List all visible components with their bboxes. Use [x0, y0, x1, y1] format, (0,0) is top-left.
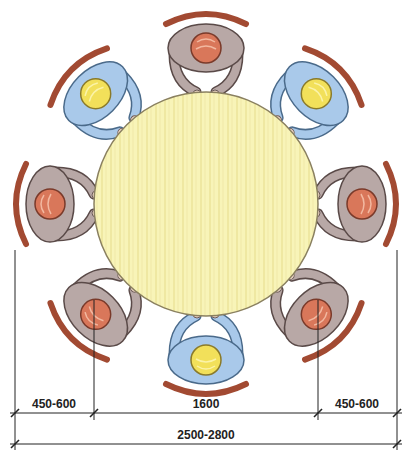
dimension-label: 450-600 — [333, 397, 381, 411]
dimension-label: 450-600 — [30, 397, 78, 411]
dimension-label: 1600 — [191, 397, 222, 411]
dimension-label: 2500-2800 — [175, 428, 236, 442]
